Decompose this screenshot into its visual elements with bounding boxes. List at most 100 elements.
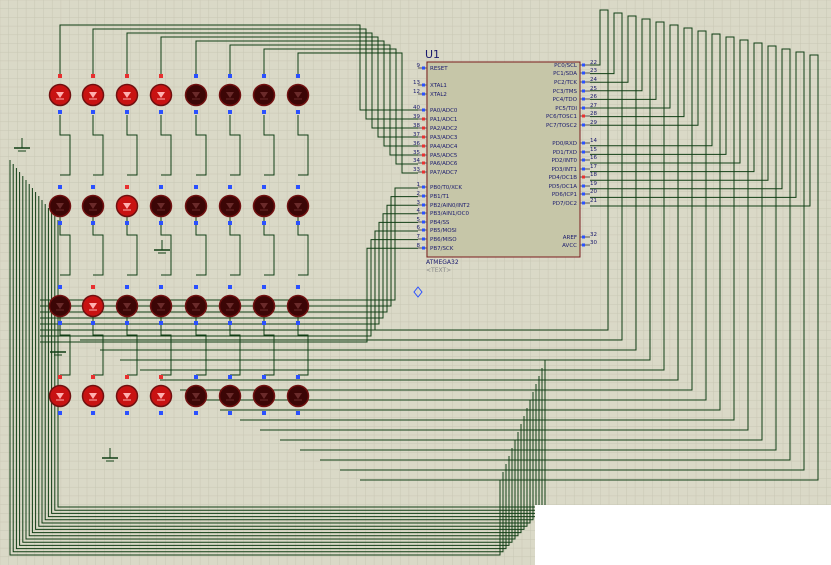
svg-text:PC1/SDA: PC1/SDA: [553, 71, 577, 77]
pin-aref[interactable]: AREF 32: [563, 232, 597, 241]
led-icon[interactable]: [184, 375, 208, 415]
svg-text:PC5/TDI: PC5/TDI: [555, 106, 577, 112]
svg-text:29: 29: [590, 120, 597, 126]
led-icon[interactable]: [48, 74, 72, 114]
led-icon[interactable]: [252, 74, 276, 114]
led-icon[interactable]: [115, 185, 139, 225]
led-icon[interactable]: [115, 74, 139, 114]
svg-text:PA0/ADC0: PA0/ADC0: [430, 108, 458, 114]
ground-icon: [50, 342, 66, 356]
pin-pc7-tosc2[interactable]: PC7/TOSC2 29: [546, 120, 598, 129]
svg-text:35: 35: [413, 150, 420, 156]
led-icon[interactable]: [218, 285, 242, 325]
svg-text:39: 39: [413, 114, 420, 120]
led-icon[interactable]: [252, 185, 276, 225]
svg-text:PA2/ADC2: PA2/ADC2: [430, 126, 457, 132]
led-icon[interactable]: [218, 74, 242, 114]
led-icon[interactable]: [149, 285, 173, 325]
led-icon[interactable]: [81, 74, 105, 114]
led-matrix[interactable]: [48, 74, 310, 415]
svg-text:PB1/T1: PB1/T1: [430, 194, 449, 200]
svg-text:AREF: AREF: [563, 235, 577, 241]
led-icon[interactable]: [286, 285, 310, 325]
led-icon[interactable]: [286, 185, 310, 225]
led-icon[interactable]: [115, 285, 139, 325]
svg-text:28: 28: [590, 111, 597, 117]
led-icon[interactable]: [48, 375, 72, 415]
led-icon[interactable]: [149, 74, 173, 114]
led-icon[interactable]: [48, 185, 72, 225]
led-icon[interactable]: [81, 285, 105, 325]
junction-marker[interactable]: [413, 286, 423, 298]
led-icon[interactable]: [286, 375, 310, 415]
svg-text:PB7/SCK: PB7/SCK: [430, 246, 454, 252]
led-icon[interactable]: [184, 185, 208, 225]
led-icon[interactable]: [81, 185, 105, 225]
led-icon[interactable]: [218, 185, 242, 225]
svg-text:PD7/OC2: PD7/OC2: [552, 201, 577, 207]
svg-text:33: 33: [413, 167, 420, 173]
svg-text:PB5/MOSI: PB5/MOSI: [430, 228, 457, 234]
component-ref-label[interactable]: U1: [425, 48, 440, 61]
led-icon[interactable]: [286, 74, 310, 114]
led-icon[interactable]: [149, 185, 173, 225]
led-icon[interactable]: [149, 375, 173, 415]
svg-text:17: 17: [590, 164, 597, 170]
pin-pc5-tdi[interactable]: PC5/TDI 27: [555, 103, 597, 112]
led-icon[interactable]: [184, 74, 208, 114]
svg-text:PB4/SS: PB4/SS: [430, 220, 450, 226]
ground-icon: [154, 240, 170, 254]
led-icon[interactable]: [48, 285, 72, 325]
led-icon[interactable]: [184, 285, 208, 325]
svg-text:PA5/ADC5: PA5/ADC5: [430, 153, 458, 159]
led-icon[interactable]: [115, 375, 139, 415]
led-icon[interactable]: [218, 375, 242, 415]
svg-text:PC2/TCK: PC2/TCK: [554, 80, 577, 86]
led-icon[interactable]: [252, 285, 276, 325]
led-icon[interactable]: [252, 375, 276, 415]
led-icon[interactable]: [81, 375, 105, 415]
svg-text:32: 32: [590, 232, 597, 238]
svg-text:27: 27: [590, 103, 597, 109]
wires: [9, 9, 819, 556]
svg-text:PC3/TMS: PC3/TMS: [553, 89, 578, 95]
svg-text:PC7/TOSC2: PC7/TOSC2: [546, 123, 577, 129]
